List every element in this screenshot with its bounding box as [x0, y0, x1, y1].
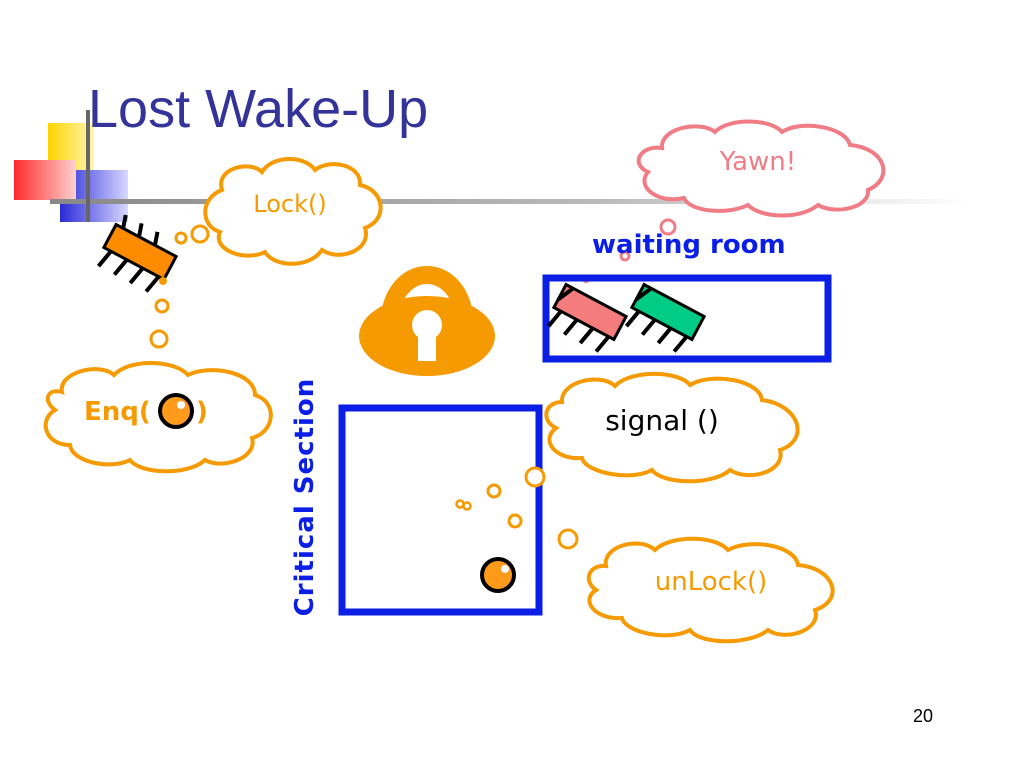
waiting-room-label: waiting room [592, 230, 786, 260]
padlock-icon [359, 266, 495, 376]
page-number: 20 [913, 706, 934, 726]
thread-green-icon [624, 282, 707, 353]
enq-trail-dot [159, 277, 167, 285]
lock-cloud-text: Lock() [253, 190, 326, 218]
critical-section-label: Critical Section [290, 377, 320, 617]
signal-cloud-text: signal () [605, 404, 719, 437]
unlock-thought-cloud [586, 536, 835, 644]
waiting-room-box [542, 274, 832, 363]
critical-section-ball-icon [480, 557, 516, 593]
critical-section-dots [455, 499, 472, 511]
thread-pink-icon [546, 282, 629, 353]
signal-thought-cloud [544, 371, 800, 484]
critical-section-box [338, 404, 543, 616]
yawn-thought-cloud [636, 119, 886, 218]
deco-vertical-rule [86, 110, 90, 222]
enq-thought-bubbles [149, 298, 170, 349]
lock-thought-bubbles [174, 224, 210, 245]
yawn-thought-bubbles [619, 218, 677, 262]
unlock-cloud-text: unLock() [655, 567, 768, 597]
deco-red-square [14, 160, 76, 200]
header-rule [50, 199, 970, 204]
signal-thought-bubbles [486, 466, 546, 499]
enq-thought-cloud [43, 361, 273, 474]
thread-orange-icon [96, 214, 179, 293]
slide-title: Lost Wake-Up [88, 79, 429, 139]
unlock-thought-bubbles [507, 513, 579, 550]
lock-thought-cloud [203, 157, 383, 266]
enq-cloud-suffix: ) [196, 397, 208, 427]
enq-cloud-prefix: Enq( [84, 397, 151, 427]
message-ball-icon [158, 393, 194, 429]
yawn-cloud-text: Yawn! [719, 147, 796, 177]
